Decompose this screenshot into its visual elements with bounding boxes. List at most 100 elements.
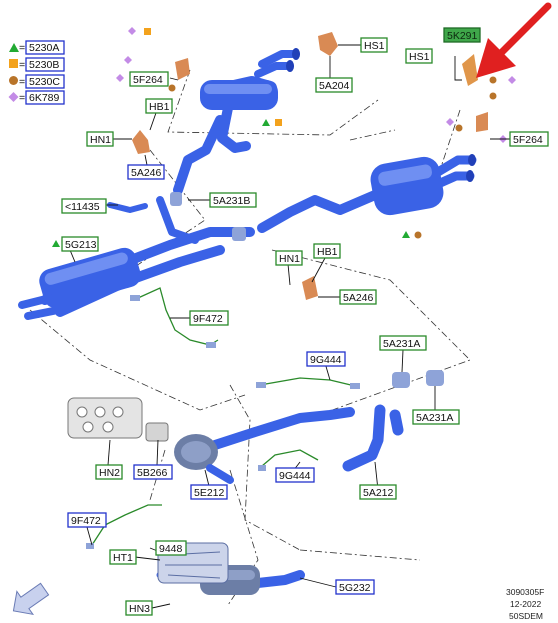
label-5e212: 5E212 bbox=[194, 487, 225, 499]
label-5f264-right: 5F264 bbox=[513, 134, 543, 146]
catalytic-converter-left bbox=[174, 407, 355, 484]
legend-box bbox=[25, 74, 65, 89]
sensor-9f472-top bbox=[130, 287, 219, 348]
label-box-highlight bbox=[443, 27, 481, 43]
label-hs1-top: HS1 bbox=[364, 40, 385, 52]
label-box bbox=[133, 464, 173, 480]
label-box bbox=[412, 409, 460, 425]
brackets bbox=[132, 32, 488, 300]
legend-box bbox=[25, 40, 65, 55]
circle-icon bbox=[489, 92, 497, 100]
label-11435: <11435 bbox=[65, 201, 100, 213]
label-9f472-bot: 9F472 bbox=[71, 515, 101, 527]
label-5f264-left: 5F264 bbox=[133, 74, 163, 86]
triangle-icon bbox=[52, 240, 60, 247]
legend-eq: = bbox=[19, 92, 25, 104]
circle-icon bbox=[455, 124, 463, 132]
label-5b266: 5B266 bbox=[137, 467, 168, 479]
circle-icon bbox=[489, 76, 497, 84]
footer: 3090305F 12-2022 50SDEM bbox=[506, 587, 544, 621]
footer-model: 50SDEM bbox=[509, 611, 543, 621]
label-box bbox=[109, 549, 137, 565]
label-box bbox=[86, 131, 114, 147]
sensor-9g444-top bbox=[256, 377, 360, 389]
label-box bbox=[209, 192, 257, 208]
sensor-9f472-bot bbox=[86, 504, 162, 549]
legend-eq: = bbox=[19, 42, 25, 54]
label-ht1: HT1 bbox=[113, 552, 133, 564]
legend-eq: = bbox=[19, 59, 25, 71]
label-5k291: 5K291 bbox=[447, 30, 478, 42]
label-9g444-top: 9G444 bbox=[310, 354, 342, 366]
circle-icon bbox=[9, 76, 18, 85]
label-box bbox=[129, 71, 169, 87]
label-9g444-bot: 9G444 bbox=[279, 470, 311, 482]
label-5a231a-bot: 5A231A bbox=[416, 412, 453, 424]
diamond-icon bbox=[116, 74, 124, 82]
arrow-icon bbox=[476, 2, 552, 78]
label-box bbox=[313, 243, 341, 259]
label-box bbox=[61, 236, 99, 252]
label-box bbox=[95, 464, 123, 480]
label-5a212: 5A212 bbox=[363, 487, 394, 499]
triangle-icon bbox=[9, 43, 19, 52]
legend-code-5230a: 5230A bbox=[29, 42, 59, 54]
label-5a231b: 5A231B bbox=[213, 195, 250, 207]
label-hb1-mid: HB1 bbox=[317, 246, 338, 258]
part-symbols bbox=[116, 27, 516, 239]
label-box bbox=[509, 131, 549, 147]
label-hn1-top: HN1 bbox=[90, 134, 111, 146]
label-5a246-left: 5A246 bbox=[131, 167, 162, 179]
rear-muffler-left bbox=[173, 48, 300, 195]
exhaust-manifold-top bbox=[67, 397, 169, 442]
label-box bbox=[275, 250, 303, 266]
label-box bbox=[359, 484, 397, 500]
triangle-icon bbox=[262, 119, 270, 126]
legend-box bbox=[25, 90, 65, 105]
diamond-icon bbox=[128, 27, 136, 35]
legend-code-5230b: 5230B bbox=[29, 59, 59, 71]
orientation-arrow-icon bbox=[12, 582, 50, 616]
legend: = 5230A = 5230B = 5230C = 6K789 bbox=[8, 40, 65, 105]
label-9f472-top: 9F472 bbox=[193, 313, 223, 325]
label-box bbox=[275, 467, 315, 483]
label-box bbox=[67, 512, 107, 528]
label-5g213: 5G213 bbox=[65, 239, 97, 251]
part-labels: HS1 5A204 5F264 5K291 HS1 5F264 HB1 HN1 … bbox=[52, 27, 549, 616]
label-box bbox=[155, 540, 187, 556]
label-box bbox=[335, 579, 375, 595]
label-box bbox=[127, 164, 165, 180]
label-box bbox=[145, 98, 173, 114]
circle-icon bbox=[168, 84, 176, 92]
sensor-9g444-bot bbox=[258, 449, 319, 471]
label-5g232: 5G232 bbox=[339, 582, 371, 594]
label-hs1-right: HS1 bbox=[409, 51, 430, 63]
front-pipe-right bbox=[342, 404, 404, 472]
clamps-5a231a bbox=[392, 370, 444, 388]
rear-muffler-right bbox=[257, 154, 477, 233]
label-box bbox=[61, 198, 107, 214]
label-box bbox=[379, 335, 427, 351]
legend-code-5230c: 5230C bbox=[29, 76, 60, 88]
label-hb1-top: HB1 bbox=[149, 101, 170, 113]
label-box bbox=[189, 310, 229, 326]
label-5a246-mid: 5A246 bbox=[343, 292, 374, 304]
diamond-icon bbox=[508, 76, 516, 84]
diamond-icon bbox=[8, 92, 19, 102]
legend-box bbox=[25, 57, 65, 72]
label-5a204: 5A204 bbox=[319, 80, 350, 92]
label-box bbox=[339, 289, 377, 305]
footer-code: 3090305F bbox=[506, 587, 544, 597]
label-box bbox=[125, 600, 153, 616]
diamond-icon bbox=[124, 56, 132, 64]
circle-icon bbox=[414, 231, 422, 239]
label-box bbox=[360, 37, 388, 53]
legend-eq: = bbox=[19, 76, 25, 88]
label-hn3: HN3 bbox=[129, 603, 150, 615]
legend-code-6k789: 6K789 bbox=[29, 92, 60, 104]
square-icon bbox=[275, 119, 282, 126]
triangle-icon bbox=[402, 231, 410, 238]
leader-lines bbox=[69, 44, 510, 609]
footer-date: 12-2022 bbox=[510, 599, 541, 609]
